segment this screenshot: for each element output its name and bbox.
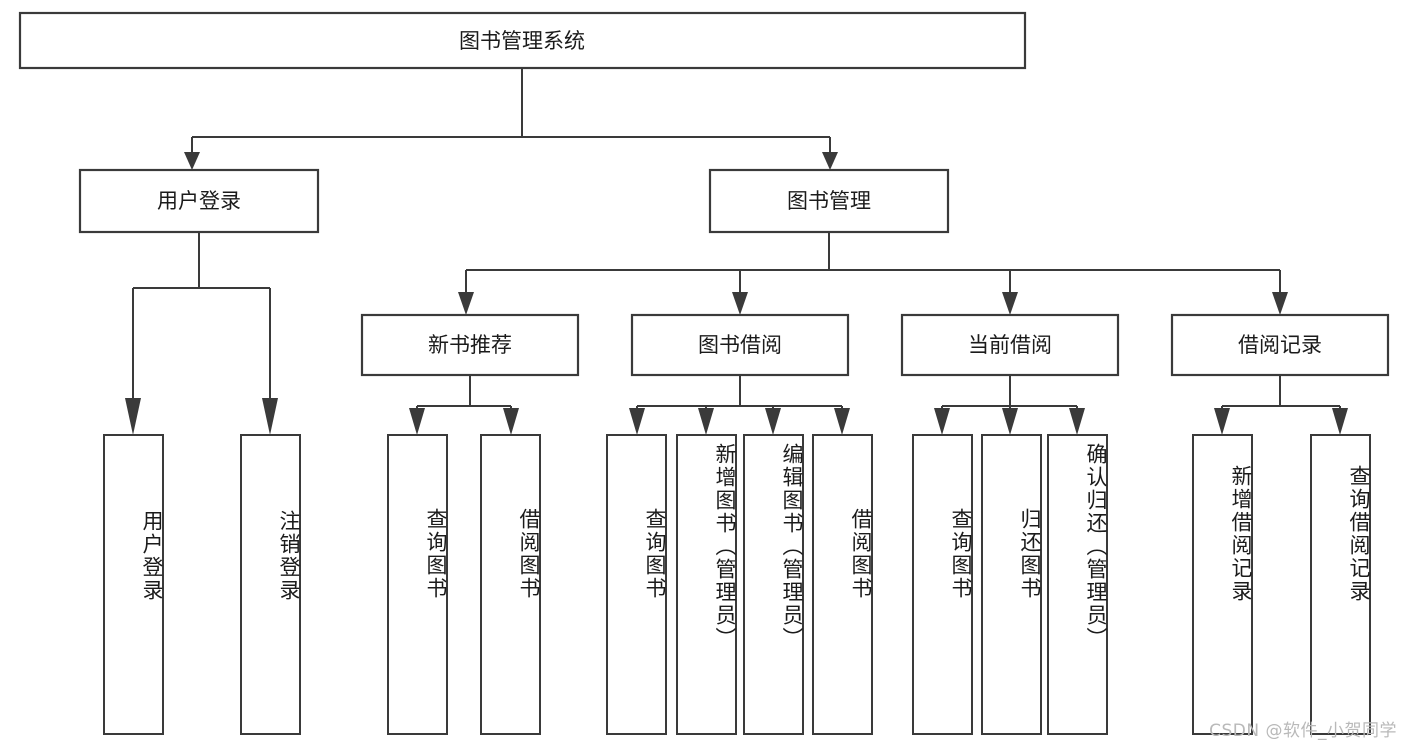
- node-user-login-label: 用户登录: [157, 189, 241, 213]
- node-label-group: 图书管理系统 用户登录 图书管理 新书推荐 图书借阅 当前借阅 借阅记录: [157, 29, 1322, 357]
- node-root-label: 图书管理系统: [459, 29, 585, 53]
- leaf-box-br-query-record[interactable]: [1310, 434, 1371, 735]
- arrowhead-nb-leaf2: [503, 408, 519, 435]
- leaf-box-bb-edit-book[interactable]: [743, 434, 804, 735]
- node-root-box[interactable]: [18, 11, 1027, 70]
- leaf-box-user-login[interactable]: [103, 434, 164, 735]
- node-book-borrow-label: 图书借阅: [698, 333, 782, 357]
- arrowhead-br-leaf2: [1332, 408, 1348, 435]
- leaf-box-bb-query-book[interactable]: [606, 434, 667, 735]
- leaf-box-logout[interactable]: [240, 434, 301, 735]
- node-book-management-box[interactable]: [708, 168, 950, 234]
- arrowhead-bb-leaf2: [698, 408, 714, 435]
- arrowhead-book-borrow: [732, 292, 748, 315]
- arrowhead-br-leaf1: [1214, 408, 1230, 435]
- leaf-box-bb-borrow-book[interactable]: [812, 434, 873, 735]
- node-new-book-recommend-box[interactable]: [360, 313, 580, 377]
- node-new-book-recommend-label: 新书推荐: [428, 333, 512, 357]
- arrowhead-nb-leaf1: [409, 408, 425, 435]
- node-book-management-label: 图书管理: [787, 189, 871, 213]
- connector-group: [125, 68, 1348, 435]
- arrowhead-bb-leaf1: [629, 408, 645, 435]
- arrowhead-new-book: [458, 292, 474, 315]
- arrowhead-bb-leaf4: [834, 408, 850, 435]
- leaf-box-cb-query-book[interactable]: [912, 434, 973, 735]
- arrowhead-cb-leaf3: [1069, 408, 1085, 435]
- node-current-borrow-label: 当前借阅: [968, 333, 1052, 357]
- leaf-box-br-add-record[interactable]: [1192, 434, 1253, 735]
- leaf-box-bb-add-book[interactable]: [676, 434, 737, 735]
- arrowhead-user-login: [184, 152, 200, 170]
- leaf-box-nb-query-book[interactable]: [387, 434, 448, 735]
- node-box-group: [18, 11, 1390, 735]
- arrowhead-book-mgmt: [822, 152, 838, 170]
- node-borrow-record-label: 借阅记录: [1238, 333, 1322, 357]
- node-user-login-box[interactable]: [78, 168, 320, 234]
- watermark-text: CSDN @软件_小贺同学: [1209, 721, 1397, 741]
- node-borrow-record-box[interactable]: [1170, 313, 1390, 377]
- node-current-borrow-box[interactable]: [900, 313, 1120, 377]
- arrowhead-leaf-logout: [262, 398, 278, 435]
- arrowhead-leaf-user-login: [125, 398, 141, 435]
- leaf-box-cb-return-book[interactable]: [981, 434, 1042, 735]
- leaf-box-nb-borrow-book[interactable]: [480, 434, 541, 735]
- arrowhead-current-borrow: [1002, 292, 1018, 315]
- arrowhead-cb-leaf2: [1002, 408, 1018, 435]
- leaf-box-cb-confirm-return[interactable]: [1047, 434, 1108, 735]
- arrowhead-borrow-record: [1272, 292, 1288, 315]
- node-book-borrow-box[interactable]: [630, 313, 850, 377]
- arrowhead-bb-leaf3: [765, 408, 781, 435]
- arrowhead-cb-leaf1: [934, 408, 950, 435]
